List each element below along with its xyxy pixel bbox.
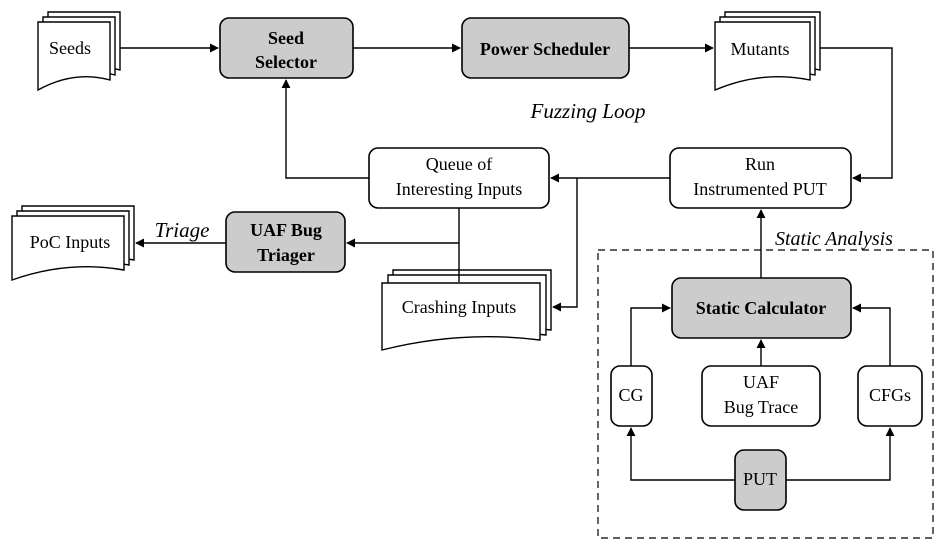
arrow-cg-to-calculator	[630, 303, 671, 366]
arrow-queue-to-selector	[281, 79, 369, 179]
arrow-put-to-cfgs	[786, 427, 895, 481]
uaf-triager-line2: Triager	[257, 245, 315, 265]
run-put-box: Run Instrumented PUT	[669, 147, 852, 209]
connectors	[120, 43, 895, 481]
static-calculator-label: Static Calculator	[696, 298, 826, 318]
arrow-cfgs-to-calculator	[852, 303, 891, 366]
seed-selector-line1: Seed	[268, 28, 304, 48]
uaf-triager-line1: UAF Bug	[250, 220, 322, 240]
cfgs-label: CFGs	[869, 385, 911, 405]
queue-line2: Interesting Inputs	[396, 179, 522, 199]
cg-box: CG	[610, 365, 653, 427]
uaf-trace-line1: UAF	[743, 372, 779, 392]
triage-label: Triage	[155, 218, 210, 242]
crashing-inputs-document-stack: Crashing Inputs	[381, 269, 552, 351]
cfgs-box: CFGs	[857, 365, 923, 427]
power-scheduler-box: Power Scheduler	[461, 17, 630, 79]
poc-inputs-label: PoC Inputs	[30, 232, 111, 252]
poc-inputs-document-stack: PoC Inputs	[11, 205, 135, 281]
put-box: PUT	[734, 449, 787, 511]
power-scheduler-label: Power Scheduler	[480, 39, 610, 59]
uaf-trace-line2: Bug Trace	[724, 397, 799, 417]
crashing-inputs-label: Crashing Inputs	[402, 297, 517, 317]
arrow-run-to-crashing	[552, 178, 578, 312]
fuzzing-loop-label: Fuzzing Loop	[530, 99, 646, 123]
seed-selector-box: Seed Selector	[219, 17, 354, 79]
cg-label: CG	[618, 385, 643, 405]
mutants-label: Mutants	[730, 39, 789, 59]
uaf-trace-box: UAF Bug Trace	[701, 365, 821, 427]
seeds-document-stack: Seeds	[37, 11, 121, 92]
arrow-put-to-cg	[626, 427, 735, 481]
run-put-line1: Run	[745, 154, 775, 174]
static-calculator-box: Static Calculator	[671, 277, 852, 339]
seed-selector-line2: Selector	[255, 52, 317, 72]
queue-line1: Queue of	[426, 154, 492, 174]
put-label: PUT	[743, 469, 777, 489]
static-analysis-label: Static Analysis	[775, 228, 893, 250]
uaf-triager-box: UAF Bug Triager	[225, 211, 346, 273]
mutants-document-stack: Mutants	[714, 11, 821, 92]
arrow-mutants-to-run	[820, 47, 893, 183]
seeds-label: Seeds	[49, 38, 91, 58]
queue-box: Queue of Interesting Inputs	[368, 147, 550, 209]
run-put-line2: Instrumented PUT	[693, 179, 826, 199]
